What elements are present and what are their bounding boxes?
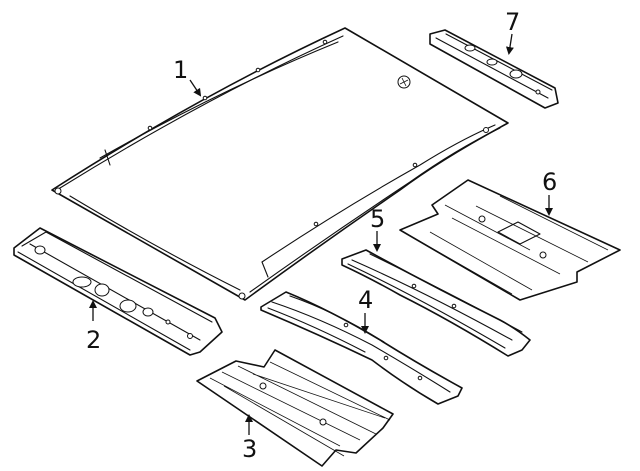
callout-6-label: 6 [542, 168, 557, 196]
callout-7-label: 7 [505, 8, 520, 36]
roof-panel-part [51, 27, 509, 301]
callout-1-label: 1 [173, 56, 188, 84]
rear-header-part [429, 29, 559, 109]
roof-bow-5-part [341, 249, 531, 357]
callout-4-label: 4 [358, 286, 373, 314]
front-header-part [13, 227, 223, 356]
callout-3-label: 3 [242, 435, 257, 463]
callout-1-leader [189, 79, 202, 97]
callout-7-leader [505, 33, 514, 55]
rear-panel-plate-part [196, 349, 394, 467]
callout-leaders [89, 33, 553, 435]
callout-5-label: 5 [370, 205, 385, 233]
roof-panel-plate-part [399, 179, 621, 301]
callout-2-label: 2 [86, 326, 101, 354]
roof-bow-4-part [260, 291, 463, 405]
